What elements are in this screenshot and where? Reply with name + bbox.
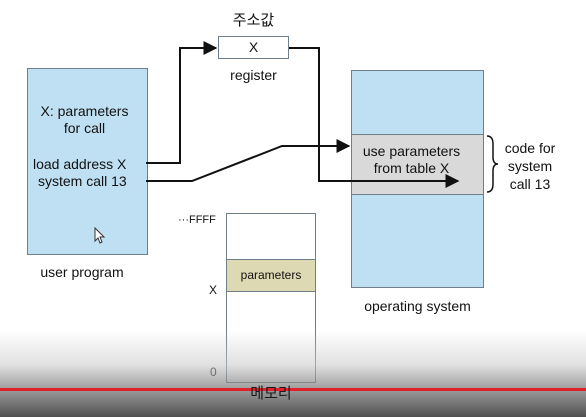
operating-system-label: operating system <box>364 298 471 314</box>
memory-parameters-block: parameters <box>226 259 316 292</box>
video-progress-fill[interactable] <box>0 388 586 391</box>
arrow-system-call-to-os <box>146 139 351 182</box>
parameter-table-code <box>351 134 484 195</box>
mouse-cursor-icon <box>94 226 106 244</box>
os-table-line1: use parameters <box>362 143 461 159</box>
arrow-register-to-table <box>289 47 460 188</box>
register-box: X <box>218 36 289 59</box>
register-value: X <box>248 39 259 55</box>
brace-code-for-system-call <box>486 135 499 193</box>
os-code-line1: code for <box>504 140 556 156</box>
os-code-line3: call 13 <box>509 176 551 192</box>
memory-x-label: X <box>209 283 218 297</box>
memory-caption: 메모리 <box>250 385 292 402</box>
memory-parameters-label: parameters <box>240 268 302 282</box>
user-program-label: user program <box>40 264 124 280</box>
video-controls-shade <box>0 330 586 417</box>
register-title: 주소값 <box>232 12 275 29</box>
user-program-line1: X: parameters <box>40 103 129 119</box>
user-program-system-call: system call 13 <box>38 173 127 189</box>
os-code-line2: system <box>507 158 553 174</box>
os-table-line2: from table X <box>373 160 450 176</box>
arrow-load-address-to-register <box>146 41 218 164</box>
user-program-load-address: load address X <box>33 156 127 172</box>
register-label: register <box>230 67 277 83</box>
memory-top-label: ···FFFF <box>178 214 216 226</box>
user-program-line2: for call <box>63 120 106 136</box>
user-program-box <box>27 68 148 255</box>
